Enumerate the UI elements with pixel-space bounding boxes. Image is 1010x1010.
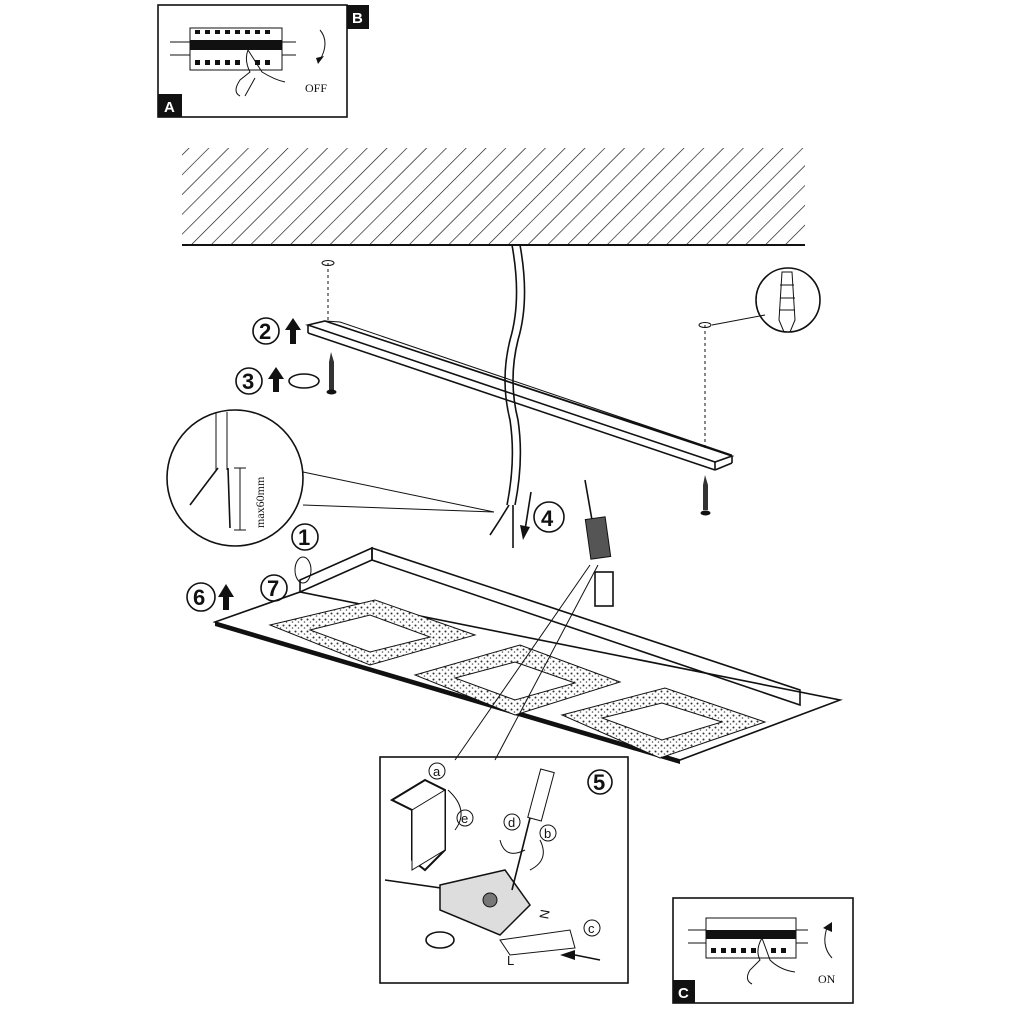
drill-hole-icon (321, 260, 335, 266)
detail-panel-5: 5 a b c d e N L (379, 756, 629, 984)
ceiling-lamp (212, 546, 843, 764)
panel-tag-c: C (678, 985, 689, 1002)
max-strip-length-label: max60mm (253, 476, 267, 528)
wall-plug-detail (711, 267, 821, 333)
step-6: 6 (186, 582, 234, 612)
on-label: ON (818, 972, 836, 986)
svg-text:2: 2 (259, 319, 271, 344)
panel-breaker-on: ON C (672, 897, 854, 1004)
detail-step-d: d (508, 815, 515, 830)
svg-text:3: 3 (242, 369, 254, 394)
rotate-icon (288, 373, 320, 389)
detail-step-e: e (461, 811, 468, 826)
arrow-up-icon (268, 367, 284, 392)
svg-text:4: 4 (541, 506, 554, 531)
hand-icon (746, 937, 796, 985)
ceiling (182, 148, 805, 246)
led-ring (268, 599, 477, 666)
svg-text:6: 6 (193, 585, 205, 610)
terminal-label-l: L (507, 953, 514, 968)
terminal-connector (384, 869, 576, 956)
hand-icon (235, 49, 286, 97)
screwdriver-icon (511, 768, 555, 891)
detail-step-b: b (544, 826, 551, 841)
detail-step-c: c (588, 921, 595, 936)
off-label: OFF (305, 81, 327, 95)
svg-text:7: 7 (267, 576, 279, 601)
rotate-arrow-icon (319, 29, 326, 61)
screw-icon (326, 352, 337, 395)
led-ring (560, 687, 767, 759)
breaker-icon (688, 917, 808, 959)
step-2: 2 (252, 317, 301, 345)
arrow-up-icon (218, 584, 234, 610)
panel-breaker-off: OFF A B (157, 4, 369, 118)
wall-plug-icon (778, 271, 796, 333)
rotate-icon (294, 556, 312, 584)
panel-tag-b: B (352, 10, 363, 27)
svg-text:5: 5 (593, 770, 605, 795)
terminal-label-n: N (536, 908, 552, 920)
step-4: 4 (520, 491, 565, 540)
mounting-bracket (305, 260, 735, 471)
step-3: 3 (235, 367, 320, 395)
screw-icon (700, 475, 711, 516)
breaker-icon (170, 27, 296, 71)
terminal-block (584, 479, 614, 607)
detail-step-a: a (433, 764, 441, 779)
insert-arrow-icon (560, 950, 575, 960)
led-ring (413, 644, 622, 716)
arrow-up-icon (285, 318, 301, 344)
drill-hole-icon (698, 322, 712, 328)
step-1: 1 (291, 523, 319, 584)
wire-strip-detail: max60mm (166, 409, 495, 547)
svg-text:1: 1 (298, 525, 310, 550)
step-7: 7 (260, 574, 288, 602)
mains-cable (489, 244, 526, 548)
panel-tag-a: A (164, 99, 175, 116)
terminal-cover (389, 778, 446, 872)
